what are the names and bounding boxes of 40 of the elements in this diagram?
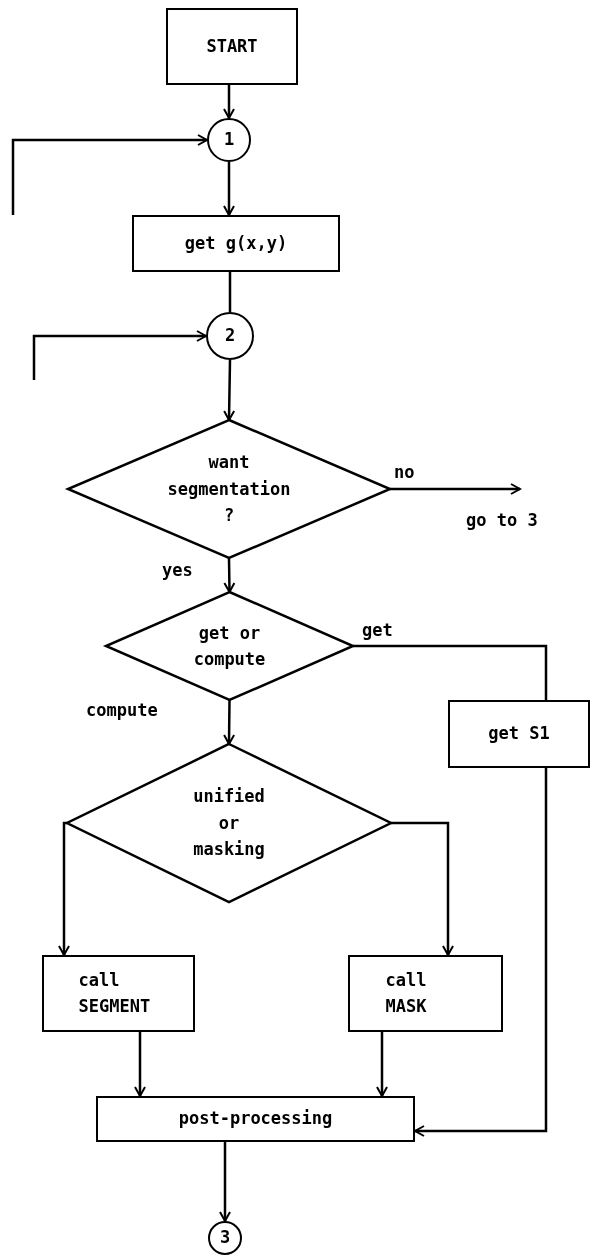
decision-text: get or compute [192,621,267,671]
box-text: START [206,34,258,58]
decision-text: unified or masking [192,785,266,862]
box-text: get S1 [488,722,550,746]
arrow [223,162,235,216]
arrow [391,821,454,956]
arrow [223,700,236,745]
process-box [42,955,195,1032]
connector-circle [208,1221,242,1255]
connector-number: 3 [219,1226,231,1250]
edge-label: get [360,620,395,640]
arrow [32,330,207,380]
jump-note: go to 3 [466,508,538,532]
arrow [223,558,236,593]
process-box [448,700,590,768]
arrow [134,1032,146,1097]
connector-line [228,272,232,312]
connector-number: 1 [223,128,235,152]
process-box [132,215,340,272]
arrow [219,1142,231,1222]
connector-circle [206,312,254,360]
process-box [348,955,503,1032]
box-text: post-processing [178,1107,333,1131]
connector-circle [207,118,251,162]
box-text: call SEGMENT [78,969,152,1018]
decision-text: want segmentation ? [166,451,292,528]
arrow [223,85,235,119]
process-box [96,1096,415,1142]
arrow [376,1032,388,1097]
box-text: call MASK [385,969,428,1018]
arrow [58,821,70,956]
arrow [414,768,548,1137]
process-box [166,8,298,85]
connector-number: 2 [224,324,236,348]
arrow [390,483,521,495]
arrow [11,134,208,215]
box-text: get g(x,y) [184,231,288,255]
arrow [223,359,236,421]
connector-line [353,644,548,700]
edge-label: compute [84,700,160,720]
